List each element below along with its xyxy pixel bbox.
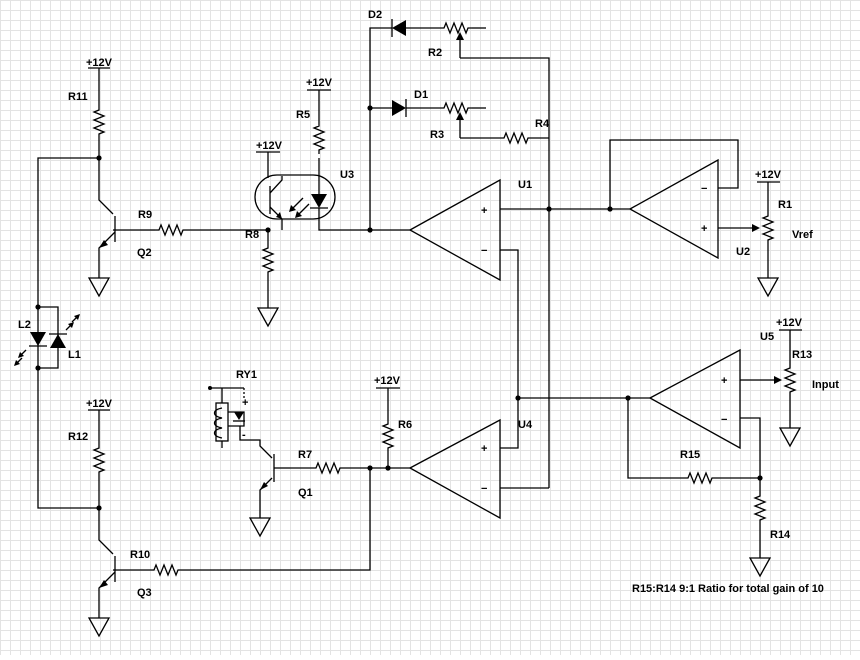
label-d2: D2 (368, 9, 382, 21)
label-q3: Q3 (137, 587, 152, 599)
label-ry1: RY1 (236, 369, 257, 381)
label-r13: R13 (792, 349, 812, 361)
supply-label-u3: +12V (256, 140, 283, 152)
label-r3: R3 (430, 129, 444, 141)
supply-label-r11: +12V (86, 57, 113, 69)
u5-minus: − (721, 414, 727, 426)
ry1-relay (208, 386, 245, 448)
u4-minus: − (481, 483, 487, 495)
gain-note: R15:R14 9:1 Ratio for total gain of 10 (632, 583, 824, 595)
u4-plus: + (481, 443, 487, 455)
label-r1: R1 (778, 199, 792, 211)
r12-section (88, 409, 110, 511)
supply-label-r6: +12V (374, 375, 401, 387)
label-u5: U5 (760, 331, 774, 343)
r10-resistor (149, 468, 371, 576)
r15-resistor (627, 398, 760, 484)
q1-transistor (239, 426, 290, 537)
r14-resistor (749, 478, 771, 577)
supply-label-r13: +12V (776, 317, 803, 329)
u2-opamp (607, 139, 760, 260)
label-r2: R2 (428, 47, 442, 59)
label-q2: Q2 (137, 247, 152, 259)
u2-minus: − (701, 183, 707, 195)
u1-plus: + (481, 205, 487, 217)
u5-plus: + (721, 375, 727, 387)
label-r5: R5 (296, 109, 310, 121)
label-d1: D1 (414, 89, 428, 101)
d2-diode (367, 19, 550, 488)
label-r8: R8 (245, 229, 259, 241)
u1-minus: − (481, 245, 487, 257)
led-pair (13, 157, 99, 509)
r8-resistor (257, 227, 279, 327)
r5-resistor (307, 89, 331, 155)
r6-resistor (376, 387, 400, 468)
label-r7: R7 (298, 449, 312, 461)
q2-transistor (88, 158, 140, 297)
label-l1: L1 (68, 349, 81, 361)
u4-opamp (367, 398, 549, 520)
label-r12: R12 (68, 431, 88, 443)
label-r10: R10 (130, 549, 150, 561)
label-u3: U3 (340, 169, 354, 181)
r1-potentiometer (757, 181, 780, 297)
u1-opamp (370, 178, 610, 398)
r7-resistor (290, 462, 370, 474)
label-r15: R15 (680, 449, 700, 461)
supply-label-r5: +12V (306, 77, 333, 89)
u2-plus: + (701, 223, 707, 235)
net-label-vref: Vref (792, 229, 813, 241)
label-l2: L2 (18, 319, 31, 331)
label-q1: Q1 (298, 487, 313, 499)
u5-opamp (515, 348, 782, 481)
label-u1: U1 (518, 179, 532, 191)
label-r9: R9 (138, 209, 152, 221)
relay-minus: - (242, 429, 246, 441)
relay-plus: + (242, 397, 248, 409)
r9-resistor (140, 224, 255, 236)
net-label-input: Input (812, 379, 839, 391)
supply-label-r12: +12V (86, 398, 113, 410)
label-u2: U2 (736, 246, 750, 258)
label-r14: R14 (770, 529, 791, 541)
label-u4: U4 (518, 419, 533, 431)
label-r11: R11 (68, 91, 88, 103)
r11-section (88, 67, 110, 161)
label-r6: R6 (398, 419, 412, 431)
d1-diode (367, 99, 549, 144)
u3-optocoupler (254, 151, 370, 231)
r13-potentiometer (779, 329, 802, 447)
q3-transistor (88, 508, 150, 637)
supply-label-r1: +12V (755, 169, 782, 181)
label-r4: R4 (535, 118, 550, 130)
